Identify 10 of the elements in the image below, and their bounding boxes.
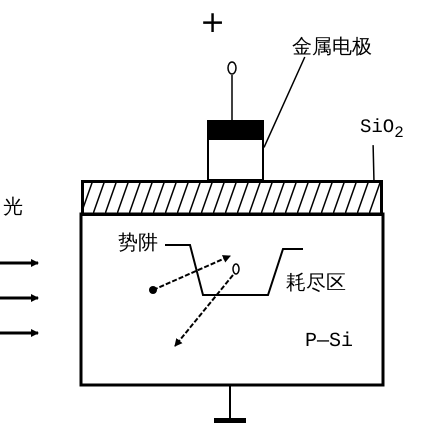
material-label: P—Si bbox=[305, 332, 354, 352]
leader-line bbox=[263, 56, 306, 148]
part-label: SiO$_{2}$ bbox=[360, 118, 404, 142]
oxide-layer bbox=[81, 180, 383, 216]
metal-electrode bbox=[207, 120, 264, 181]
voltage-sign: + bbox=[200, 8, 226, 38]
leader-line bbox=[372, 145, 375, 180]
part-label: 耗尽区 bbox=[286, 272, 346, 292]
part-label: 金属电极 bbox=[292, 36, 372, 56]
light-label: 光 bbox=[3, 196, 23, 216]
